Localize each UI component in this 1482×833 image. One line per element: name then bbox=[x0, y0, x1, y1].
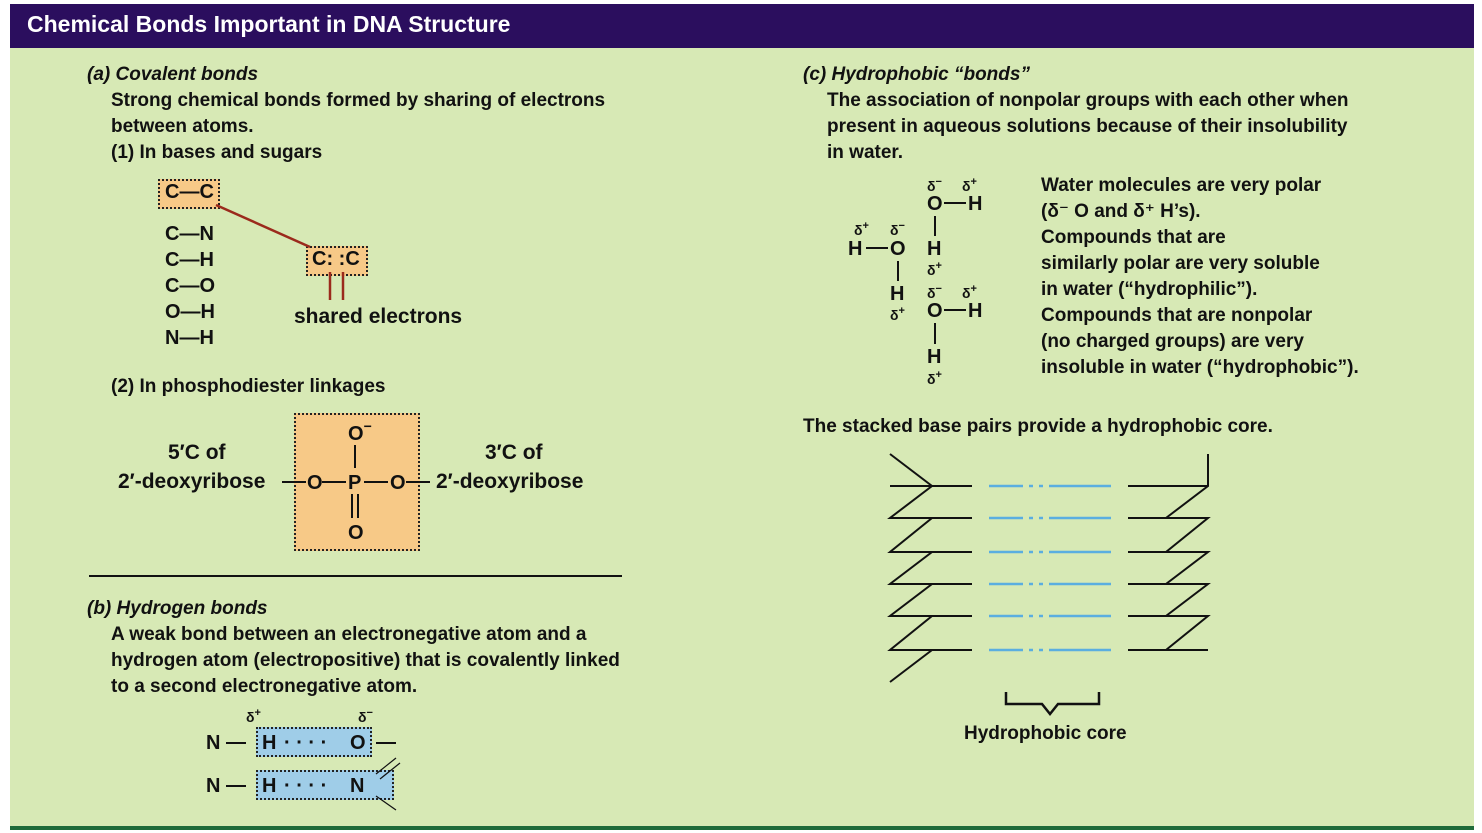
section-b-desc-1: A weak bond between an electronegative a… bbox=[111, 624, 587, 645]
charge-w3-hb: δ+ bbox=[927, 369, 942, 387]
water-text-4: similarly polar are very soluble bbox=[1041, 253, 1320, 274]
hbond-row2-dots: · · · · bbox=[284, 775, 328, 797]
hbond-row1-acceptor: O bbox=[350, 732, 366, 754]
water1-o: O bbox=[927, 193, 943, 215]
charge-w3-h: δ+ bbox=[962, 283, 977, 301]
bond-nh: N—H bbox=[165, 327, 214, 349]
right-sugar-label-2: 2′-deoxyribose bbox=[436, 470, 584, 493]
hbond-row1-box bbox=[256, 727, 372, 757]
water3-h-right: H bbox=[968, 300, 983, 322]
section-a-sub1: (1) In bases and sugars bbox=[111, 142, 323, 163]
phosphate-box bbox=[294, 413, 420, 551]
hbond-row2-box bbox=[256, 770, 394, 800]
hbond-row2-donor: N bbox=[206, 775, 221, 797]
bond-oh: O—H bbox=[165, 301, 215, 323]
diagram-lines bbox=[89, 202, 1211, 811]
phosphate-o-bottom: O bbox=[348, 522, 364, 544]
hbond-row1-dots: · · · · bbox=[284, 732, 328, 754]
section-b-desc-2: hydrogen atom (electropositive) that is … bbox=[111, 650, 620, 671]
delta-minus-label: δ− bbox=[358, 707, 373, 725]
right-sugar-label-1: 3′C of bbox=[485, 441, 543, 464]
water-text-8: insoluble in water (“hydrophobic”). bbox=[1041, 357, 1359, 378]
water2-h-left: H bbox=[848, 238, 863, 260]
phosphate-o-right: O bbox=[390, 472, 406, 494]
water-text-7: (no charged groups) are very bbox=[1041, 331, 1304, 352]
section-a-heading: (a) Covalent bonds bbox=[87, 64, 259, 85]
bond-ch: C—H bbox=[165, 249, 214, 271]
section-b-desc-3: to a second electronegative atom. bbox=[111, 676, 418, 697]
water-text-5: in water (“hydrophilic”). bbox=[1041, 279, 1258, 300]
header-bar: Chemical Bonds Important in DNA Structur… bbox=[10, 4, 1474, 48]
hbond-row2-tail-3 bbox=[375, 795, 397, 811]
charge-w1-h: δ+ bbox=[962, 176, 977, 194]
water2-h-bottom: H bbox=[890, 283, 905, 305]
charge-w2-o: δ− bbox=[890, 220, 905, 238]
hydrophobic-core-label: Hydrophobic core bbox=[964, 723, 1127, 744]
bond-cn: C—N bbox=[165, 223, 214, 245]
phosphate-p: P bbox=[348, 472, 362, 494]
shared-electron-box bbox=[306, 246, 368, 276]
water3-o: O bbox=[927, 300, 943, 322]
hbond-row1-donor: N bbox=[206, 732, 221, 754]
connector-line bbox=[215, 203, 311, 249]
section-a-sub2: (2) In phosphodiester linkages bbox=[111, 376, 386, 397]
left-sugar-label-2: 2′-deoxyribose bbox=[118, 470, 266, 493]
hbond-row2-acceptor: N bbox=[350, 775, 365, 797]
section-c-desc-2: present in aqueous solutions because of … bbox=[827, 116, 1348, 137]
left-sugar-label-1: 5′C of bbox=[168, 441, 226, 464]
water-text-1: Water molecules are very polar bbox=[1041, 175, 1322, 196]
figure-panel: Chemical Bonds Important in DNA Structur… bbox=[10, 4, 1474, 830]
water-text-2: (δ⁻ O and δ⁺ H’s). bbox=[1041, 201, 1201, 222]
shared-electron-label: C: :C bbox=[312, 248, 360, 270]
section-b-heading: (b) Hydrogen bonds bbox=[87, 598, 268, 619]
water1-h-right: H bbox=[968, 193, 983, 215]
section-c-desc-3: in water. bbox=[827, 142, 904, 163]
charge-w2-h: δ+ bbox=[854, 220, 869, 238]
charge-w3-o: δ− bbox=[927, 283, 942, 301]
phosphate-o-left: O bbox=[307, 472, 323, 494]
charge-w1-hb: δ+ bbox=[927, 260, 942, 278]
phosphate-o-top: O− bbox=[348, 418, 372, 445]
base-pair-stack bbox=[887, 453, 1211, 683]
section-c-heading: (c) Hydrophobic “bonds” bbox=[803, 64, 1030, 85]
hbond-row2-h: H bbox=[262, 775, 277, 797]
shared-electrons-caption: shared electrons bbox=[294, 305, 463, 328]
charge-w2-hb: δ+ bbox=[890, 305, 905, 323]
water2-o: O bbox=[890, 238, 906, 260]
water-text-6: Compounds that are nonpolar bbox=[1041, 305, 1313, 326]
core-brace bbox=[1004, 692, 1101, 717]
stack-caption: The stacked base pairs provide a hydroph… bbox=[803, 416, 1273, 437]
hbond-row2-tail-1 bbox=[375, 757, 397, 775]
hbond-row2-tail-2 bbox=[379, 762, 401, 780]
section-a-desc-1: Strong chemical bonds formed by sharing … bbox=[111, 90, 606, 111]
section-a-desc-2: between atoms. bbox=[111, 116, 254, 137]
cc-bond-box bbox=[158, 179, 220, 209]
charge-w1-o: δ− bbox=[927, 176, 942, 194]
delta-plus-label: δ+ bbox=[246, 707, 261, 725]
cc-bond-label: C—C bbox=[165, 181, 214, 203]
section-c-desc-1: The association of nonpolar groups with … bbox=[827, 90, 1349, 111]
water3-h-bottom: H bbox=[927, 346, 942, 368]
hbond-row1-h: H bbox=[262, 732, 277, 754]
bond-co: C—O bbox=[165, 275, 215, 297]
water1-h-bottom: H bbox=[927, 238, 942, 260]
water-text-3: Compounds that are bbox=[1041, 227, 1226, 248]
page-title: Chemical Bonds Important in DNA Structur… bbox=[27, 11, 511, 37]
